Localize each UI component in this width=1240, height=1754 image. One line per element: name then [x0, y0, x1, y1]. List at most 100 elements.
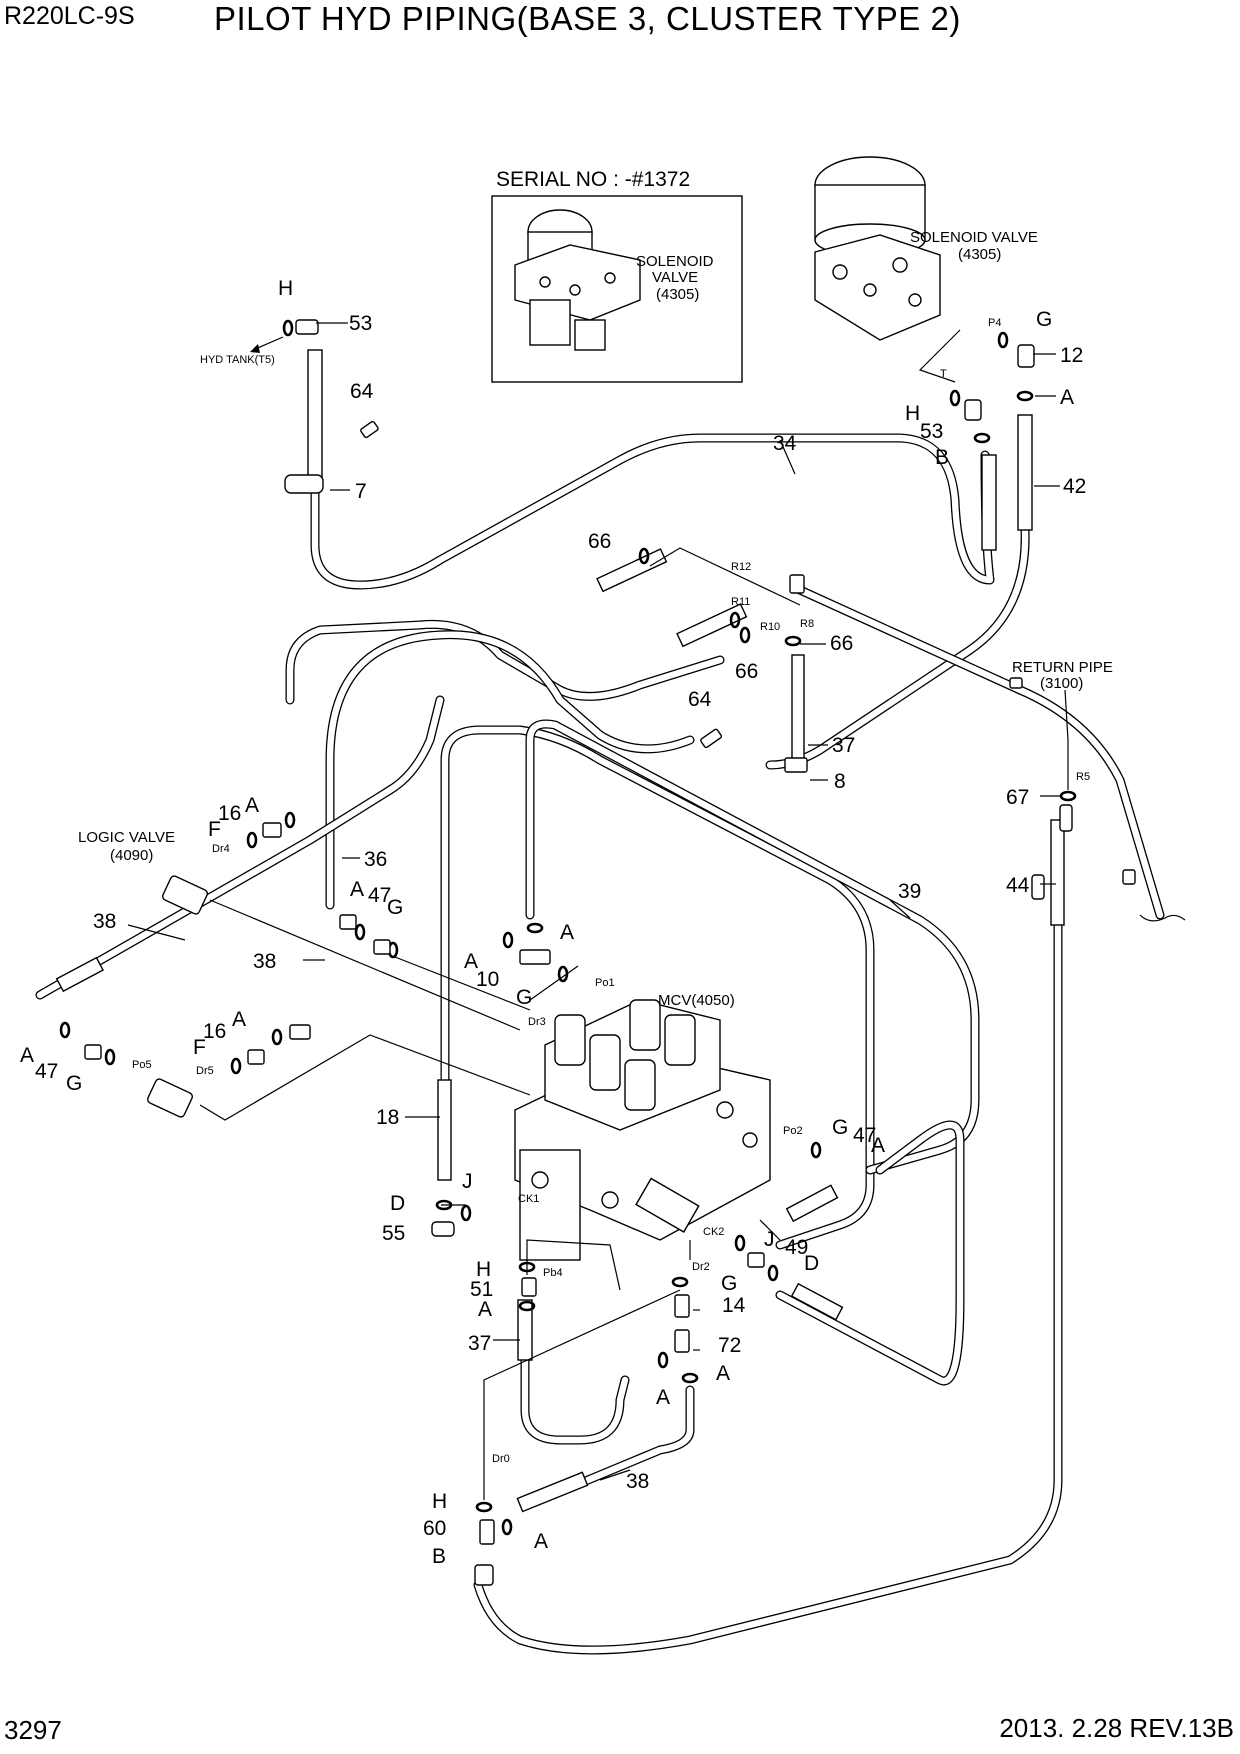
- hyd-tank-label: HYD TANK(T5): [200, 354, 275, 366]
- callout-g3: G: [516, 986, 532, 1009]
- callout-a7: A: [232, 1008, 246, 1031]
- callout-a8: A: [871, 1134, 885, 1157]
- callout-a6: A: [20, 1044, 34, 1067]
- callout-h3: H: [476, 1258, 491, 1281]
- mcv-label: MCV(4050): [658, 992, 735, 1009]
- logic-valve-number: (4090): [110, 847, 153, 864]
- port-r5: R5: [1076, 771, 1090, 783]
- port-labels: P4 T R12 R11 R10 R8 R5 Dr4 Dr5 Dr3 Dr2 D…: [132, 317, 1090, 1465]
- callout-18: 18: [376, 1106, 399, 1129]
- port-r8: R8: [800, 618, 814, 630]
- callout-37a: 37: [832, 734, 855, 757]
- port-p4: P4: [988, 317, 1001, 329]
- callout-66a: 66: [588, 530, 611, 553]
- callout-10: 10: [476, 968, 499, 991]
- inset-box: SERIAL NO : -#1372 SOLENOID VALVE (4305): [491, 168, 743, 383]
- hose-18: [437, 1079, 452, 1181]
- callout-36: 36: [364, 848, 387, 871]
- callout-51: 51: [470, 1278, 493, 1301]
- inset-heading: SERIAL NO : -#1372: [496, 168, 690, 191]
- inset-solenoid-icon: [514, 209, 641, 351]
- callout-a2: A: [245, 794, 259, 817]
- callout-53b: 53: [920, 420, 943, 443]
- callout-h2: H: [905, 402, 920, 425]
- port-ck2: CK2: [703, 1226, 724, 1238]
- callout-a9: A: [478, 1298, 492, 1321]
- port-pb4: Pb4: [543, 1267, 563, 1279]
- callout-g1: G: [1036, 308, 1052, 331]
- callout-b2: B: [432, 1545, 446, 1568]
- callout-h1: H: [278, 277, 293, 300]
- mcv-icon: [514, 999, 771, 1261]
- port-po1: Po1: [595, 977, 615, 989]
- callout-42: 42: [1063, 475, 1086, 498]
- hose-37b: [517, 1299, 533, 1361]
- callout-34: 34: [773, 432, 797, 455]
- hose-37: [791, 654, 805, 761]
- solenoid-valve-icon: [814, 156, 941, 341]
- leader-lines: [127, 322, 1069, 1500]
- port-dr2: Dr2: [692, 1261, 710, 1273]
- callout-f2: F: [193, 1036, 206, 1059]
- callout-a5: A: [464, 950, 478, 973]
- callout-47b: 47: [35, 1060, 58, 1083]
- return-pipe-number: (3100): [1040, 675, 1083, 692]
- callout-60: 60: [423, 1517, 446, 1540]
- callout-14: 14: [722, 1294, 746, 1317]
- port-r12: R12: [731, 561, 751, 573]
- callout-8: 8: [834, 770, 846, 793]
- callout-a12: A: [534, 1530, 548, 1553]
- port-ck1: CK1: [518, 1193, 539, 1205]
- callout-h4: H: [432, 1490, 447, 1513]
- callout-44: 44: [1006, 874, 1030, 897]
- callout-g5: G: [832, 1116, 848, 1139]
- pipe-runs: [35, 433, 1165, 1655]
- hose-44: [1050, 819, 1065, 926]
- callout-53a: 53: [349, 312, 372, 335]
- page-title: PILOT HYD PIPING(BASE 3, CLUSTER TYPE 2): [214, 0, 961, 37]
- port-t: T: [940, 368, 947, 380]
- callout-66c: 66: [830, 632, 853, 655]
- callout-b1: B: [935, 446, 949, 469]
- port-dr5: Dr5: [196, 1065, 214, 1077]
- callout-f1: F: [208, 818, 221, 841]
- return-pipe-label: RETURN PIPE: [1012, 659, 1113, 676]
- port-dr4: Dr4: [212, 843, 230, 855]
- callout-a3: A: [350, 878, 364, 901]
- callout-55: 55: [382, 1222, 405, 1245]
- solenoid-valve-label: SOLENOID VALVE: [910, 229, 1038, 246]
- callout-j2: J: [764, 1228, 775, 1251]
- callout-38b: 38: [253, 950, 276, 973]
- o-rings: [59, 319, 1077, 1536]
- callout-g2: G: [387, 896, 403, 919]
- callout-66b: 66: [735, 660, 758, 683]
- callout-67: 67: [1006, 786, 1029, 809]
- callout-47a: 47: [368, 884, 391, 907]
- callout-38a: 38: [93, 910, 116, 933]
- callout-a1: A: [1060, 386, 1074, 409]
- logic-valve-icon: [146, 875, 209, 1118]
- port-r11: R11: [731, 596, 750, 608]
- callout-64b: 64: [688, 688, 712, 711]
- hose-B: [981, 454, 997, 551]
- callout-16a: 16: [218, 802, 241, 825]
- inset-label-2: VALVE: [652, 269, 698, 286]
- callout-16b: 16: [203, 1020, 226, 1043]
- port-po2: Po2: [783, 1125, 803, 1137]
- callout-7: 7: [355, 480, 367, 503]
- callout-38c: 38: [626, 1470, 649, 1493]
- callout-d2: D: [804, 1252, 819, 1275]
- hose-42: [1017, 414, 1033, 531]
- part-callouts: 53 H 64 7 G 12 A H 53 B 42 34 66 66 66 6…: [20, 277, 1086, 1568]
- logic-valve-label: LOGIC VALVE: [78, 829, 175, 846]
- component-labels: HYD TANK(T5) RETURN PIPE (3100) LOGIC VA…: [78, 354, 1113, 1009]
- callout-j1: J: [462, 1170, 473, 1193]
- callout-49: 49: [785, 1236, 808, 1259]
- callout-g4: G: [66, 1072, 82, 1095]
- callout-47c: 47: [853, 1124, 876, 1147]
- callout-39: 39: [898, 880, 921, 903]
- callout-a4: A: [560, 921, 574, 944]
- callout-72: 72: [718, 1334, 741, 1357]
- callout-g6: G: [721, 1272, 737, 1295]
